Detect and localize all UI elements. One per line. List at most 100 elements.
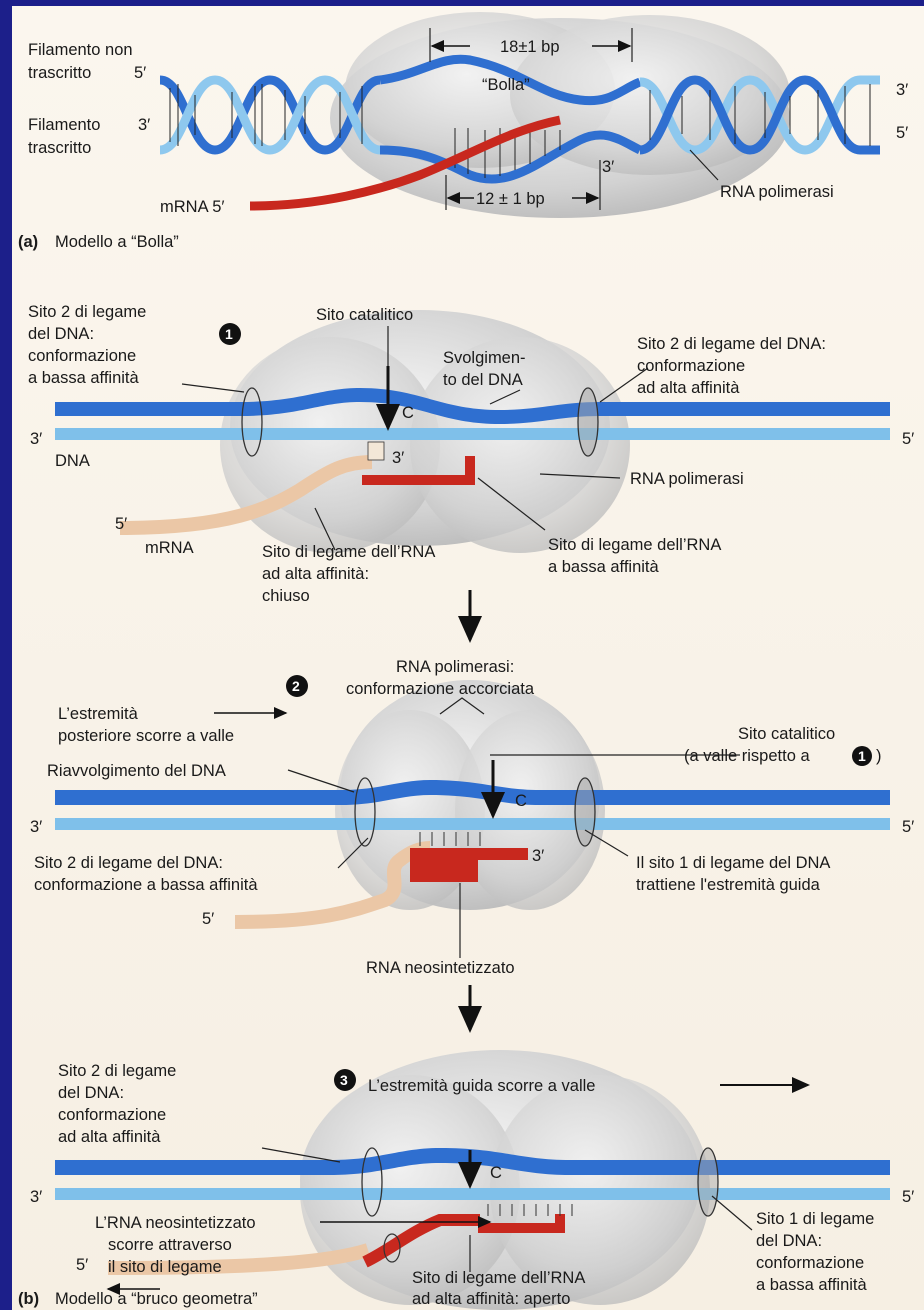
- step2-site1-line1: Il sito 1 di legame del DNA: [636, 854, 830, 872]
- step1-rna-low-line2: a bassa affinità: [548, 558, 660, 576]
- step1-site2-right-line1: Sito 2 di legame del DNA:: [637, 335, 826, 353]
- step1-catalytic-site: Sito catalitico: [316, 306, 413, 324]
- dna-site1-clamp-2: [574, 777, 596, 847]
- step2-rewinding: Riavvolgimento del DNA: [47, 762, 226, 780]
- step2-ref-badge: [852, 746, 872, 766]
- step3-site1-line3: conformazione: [756, 1254, 864, 1272]
- step2-site2-line2: conformazione a bassa affinità: [34, 876, 258, 894]
- caption-b-letter: (b): [18, 1290, 39, 1308]
- rna-low-affinity-site-1: [362, 456, 475, 485]
- step3-site1-line1: Sito 1 di legame: [756, 1210, 874, 1228]
- mrna-tail-3: [107, 1243, 371, 1275]
- step3-new-rna-line3: il sito di legame: [108, 1258, 222, 1276]
- step1-site2-left-line4: a bassa affinità: [28, 369, 140, 387]
- step2-new-rna: RNA neosintetizzato: [366, 959, 515, 977]
- step3-rna-site-line2: ad alta affinità: aperto: [412, 1290, 570, 1308]
- step1-site2-left-line2: del DNA:: [28, 325, 94, 343]
- step2-polymerase-line1: RNA polimerasi:: [396, 658, 514, 676]
- step3-site2-line3: conformazione: [58, 1106, 166, 1124]
- step3-new-rna-line1: L’RNA neosintetizzato: [95, 1214, 256, 1232]
- step3-catalytic-c: C: [490, 1164, 502, 1182]
- dna-site2-clamp-left: [241, 387, 263, 457]
- rna-3prime-label: 3′: [602, 158, 614, 176]
- right-5prime: 5′: [896, 124, 908, 142]
- step1-polymerase-label: RNA polimerasi: [630, 470, 744, 488]
- dna-site1-clamp-3: [697, 1147, 719, 1217]
- mrna-tail-1: [119, 455, 373, 535]
- top-border-bar: [0, 0, 924, 6]
- step1-site2-right-line2: conformazione: [637, 357, 745, 375]
- step2-catalytic-line2: (a valle rispetto a: [684, 747, 810, 765]
- step-3-number: 3: [340, 1072, 348, 1088]
- step2-5prime: 5′: [202, 910, 214, 928]
- step3-site2-line1: Sito 2 di legame: [58, 1062, 176, 1080]
- new-rna-3: [362, 1214, 480, 1268]
- nontemplate-label-line2: trascritto: [28, 64, 91, 82]
- step1-rna-high-line2: ad alta affinità:: [262, 565, 369, 583]
- step1-rna-high-line3: chiuso: [262, 587, 310, 605]
- step1-rna-3prime: 3′: [392, 449, 404, 467]
- step2-site2-line1: Sito 2 di legame del DNA:: [34, 854, 223, 872]
- bubble-size-label: 18±1 bp: [500, 38, 560, 56]
- hybrid-size-label: 12 ± 1 bp: [476, 190, 545, 208]
- step2-rear-end-line2: posteriore scorre a valle: [58, 727, 234, 745]
- caption-a-letter: (a): [18, 233, 38, 251]
- step3-3prime-left: 3′: [30, 1188, 42, 1206]
- dna-template-strand-3: [55, 1148, 890, 1175]
- step1-5prime-right: 5′: [902, 430, 914, 448]
- new-rna-block-2: [410, 848, 528, 882]
- step1-mrna-5prime: 5′: [115, 515, 127, 533]
- mrna-strand: [249, 115, 561, 211]
- step2-rear-end-line1: L’estremità: [58, 705, 139, 723]
- bubble-label: “Bolla”: [482, 76, 530, 94]
- step1-site2-right-line3: ad alta affinità: [637, 379, 740, 397]
- step-3: 3 Sito 2 di legame del DNA: conformazion…: [18, 1050, 914, 1310]
- step3-site2-line2: del DNA:: [58, 1084, 124, 1102]
- mrna-tail-2: [234, 841, 431, 929]
- right-3prime: 3′: [896, 81, 908, 99]
- step3-new-rna-line2: scorre attraverso: [108, 1236, 232, 1254]
- step2-catalytic-c: C: [515, 792, 527, 810]
- dna-site2-clamp-2: [354, 777, 376, 847]
- step2-3prime-left: 3′: [30, 818, 42, 836]
- dna-nontemplate-strand-1: [55, 428, 890, 440]
- nontemplate-5prime: 5′: [134, 64, 146, 82]
- step2-polymerase-line2: conformazione accorciata: [346, 680, 535, 698]
- step-1-badge: [219, 323, 241, 345]
- step3-5prime-right: 5′: [902, 1188, 914, 1206]
- caption-b-text: Modello a “bruco geometra”: [55, 1290, 258, 1308]
- step1-site2-left-line3: conformazione: [28, 347, 136, 365]
- step1-mrna-label: mRNA: [145, 539, 194, 557]
- step3-site2-line4: ad alta affinità: [58, 1128, 161, 1146]
- step-3-badge: [334, 1069, 356, 1091]
- step2-catalytic-close: ): [876, 747, 882, 765]
- mrna-5prime-label: mRNA 5′: [160, 198, 225, 216]
- caption-a-text: Modello a “Bolla”: [55, 233, 179, 251]
- step1-unwinding-line1: Svolgimen-: [443, 349, 526, 367]
- dna-double-helix: [158, 54, 880, 184]
- template-3prime: 3′: [138, 116, 150, 134]
- step-2: 2 RNA polimerasi: conformazione accorcia…: [30, 658, 914, 977]
- step1-dna-label: DNA: [55, 452, 90, 470]
- dna-nontemplate-strand-2: [55, 818, 890, 830]
- step3-5prime: 5′: [76, 1256, 88, 1274]
- step1-rna-low-line1: Sito di legame dell’RNA: [548, 536, 721, 554]
- step1-site2-left-line1: Sito 2 di legame: [28, 303, 146, 321]
- dna-template-strand-1: [55, 388, 890, 424]
- template-label-line1: Filamento: [28, 116, 100, 134]
- left-border-bar: [0, 0, 12, 1310]
- step3-site1-line2: del DNA:: [756, 1232, 822, 1250]
- step3-site1-line4: a bassa affinità: [756, 1276, 868, 1294]
- nontemplate-label-line1: Filamento non: [28, 41, 133, 59]
- template-label-line2: trascritto: [28, 139, 91, 157]
- step1-rna-high-line1: Sito di legame dell’RNA: [262, 543, 435, 561]
- step-2-number: 2: [292, 678, 300, 694]
- dna-template-strand-2: [55, 780, 890, 805]
- step2-5prime-right: 5′: [902, 818, 914, 836]
- step2-ref-number: 1: [858, 748, 866, 764]
- step-1: 1 Sito 2 di legame del DNA: conformazion…: [28, 303, 914, 605]
- step2-catalytic-line1: Sito catalitico: [738, 725, 835, 743]
- step-2-badge: [286, 675, 308, 697]
- step3-rna-site-line1: Sito di legame dell’RNA: [412, 1269, 585, 1287]
